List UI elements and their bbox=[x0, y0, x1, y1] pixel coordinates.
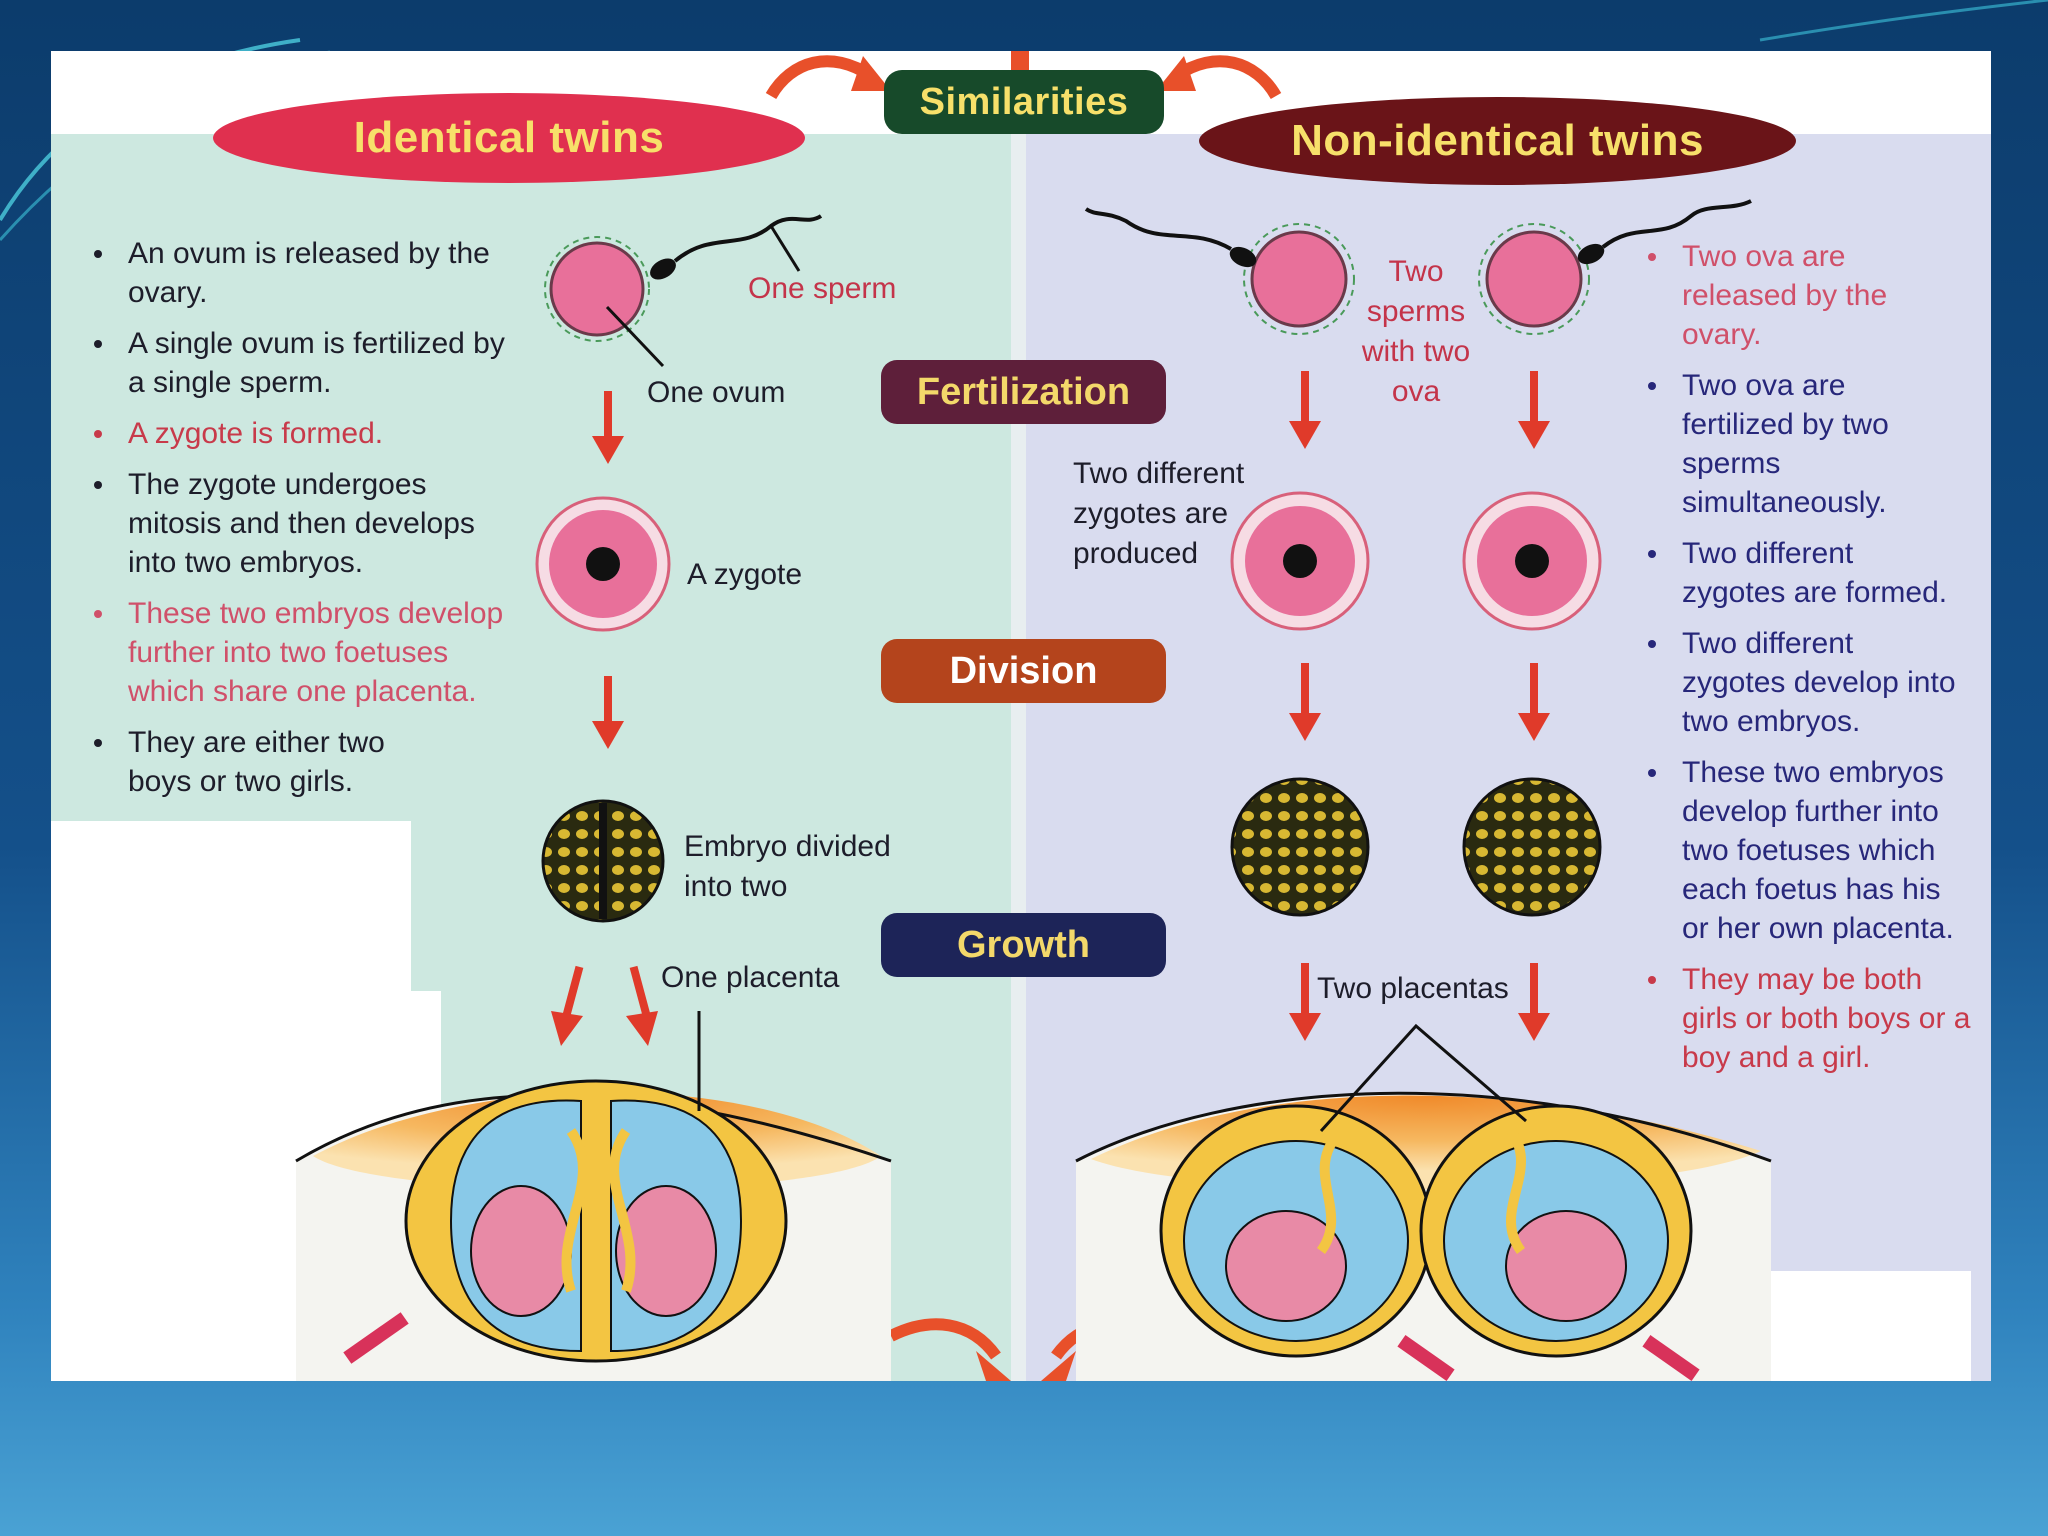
non-identical-twins-title: Non-identical twins bbox=[1199, 97, 1796, 185]
twins-illustration bbox=[295, 51, 1772, 1381]
non-identical-twins-facts: Two ova are released by the ovary. Two o… bbox=[1638, 237, 1970, 1089]
list-item: They may be both girls or both boys or a… bbox=[1638, 960, 1982, 1077]
similarities-title: Similarities bbox=[884, 70, 1164, 134]
two-ova bbox=[1243, 223, 1590, 335]
list-item: Two different zygotes develop into two e… bbox=[1638, 624, 1958, 741]
list-item: A zygote is formed. bbox=[84, 414, 514, 453]
list-item: Two ova are released by the ovary. bbox=[1638, 237, 1902, 354]
two-sperms-label: Two sperms with two ova bbox=[1361, 255, 1471, 408]
embryo-divided-label: Embryo divided into two bbox=[684, 830, 891, 903]
panel-divider bbox=[1011, 134, 1026, 1381]
blank-patch bbox=[1771, 1271, 1971, 1381]
two-placentas-label: Two placentas bbox=[1317, 972, 1509, 1005]
divided-embryo bbox=[541, 799, 665, 923]
single-zygote bbox=[535, 496, 671, 632]
list-item: The zygote undergoes mitosis and then de… bbox=[84, 465, 514, 582]
fertilization-stage: Fertilization bbox=[881, 360, 1166, 424]
growth-stage: Growth bbox=[881, 913, 1166, 977]
list-item: A single ovum is fertilized by a single … bbox=[84, 324, 514, 402]
one-placenta-label: One placenta bbox=[661, 961, 840, 994]
list-item: They are either two boys or two girls. bbox=[84, 723, 428, 801]
right-flow-arrows bbox=[1289, 371, 1550, 1041]
two-zygotes-label: Two different zygotes are produced bbox=[1073, 457, 1245, 570]
diagram-slide: Identical twins Similarities Non-identic… bbox=[51, 51, 1991, 1381]
list-item: Two different zygotes are formed. bbox=[1638, 534, 1958, 612]
left-flow-arrows bbox=[551, 391, 658, 1046]
blank-patch bbox=[411, 991, 441, 1121]
list-item: Two ova are fertilized by two sperms sim… bbox=[1638, 366, 1942, 522]
two-zygotes bbox=[1230, 491, 1602, 631]
identical-twins-facts: An ovum is released by the ovary. A sing… bbox=[84, 234, 514, 813]
single-ovum bbox=[544, 236, 665, 368]
one-sperm-label: One sperm bbox=[748, 272, 897, 305]
two-sperms bbox=[1084, 199, 1752, 268]
list-item: These two embryos develop further into t… bbox=[84, 594, 514, 711]
two-embryos bbox=[1230, 777, 1602, 917]
one-ovum-label: One ovum bbox=[647, 376, 786, 409]
identical-twins-title: Identical twins bbox=[213, 93, 805, 183]
division-stage: Division bbox=[881, 639, 1166, 703]
shared-placenta-uterus bbox=[295, 1011, 892, 1381]
single-sperm bbox=[650, 214, 823, 280]
two-placentas-uterus bbox=[1075, 1023, 1772, 1381]
list-item: An ovum is released by the ovary. bbox=[84, 234, 514, 312]
zygote-label: A zygote bbox=[687, 558, 803, 591]
list-item: These two embryos develop further into t… bbox=[1638, 753, 1958, 948]
